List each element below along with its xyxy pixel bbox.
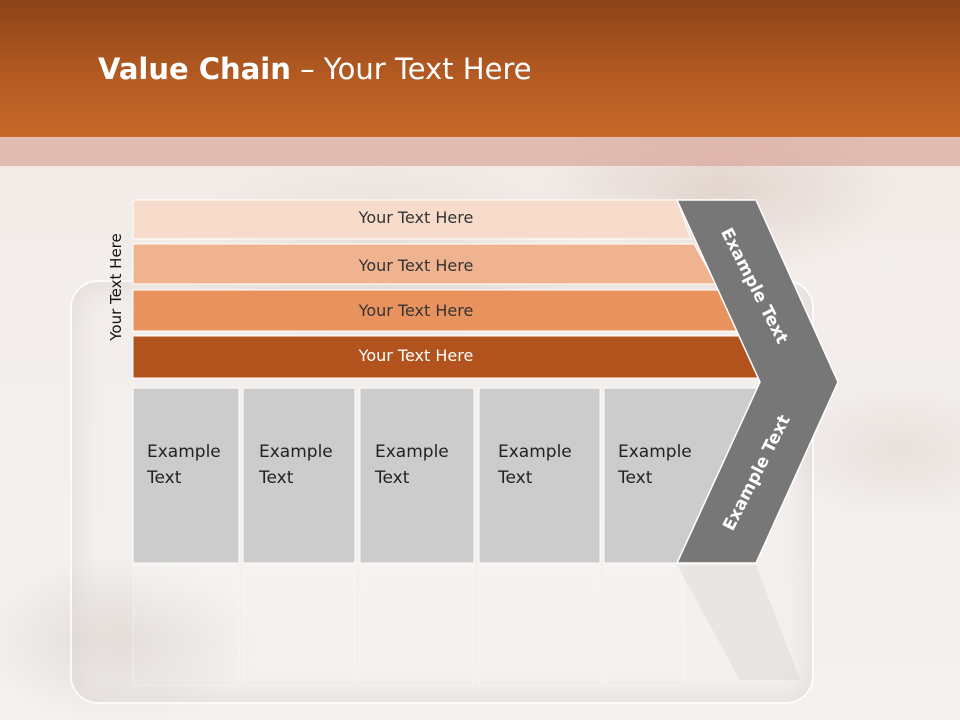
column-3-line2: Text <box>375 468 410 488</box>
header-band <box>0 0 960 137</box>
column-cell-3 <box>359 387 475 564</box>
column-cell-1 <box>132 387 240 564</box>
bar-1 <box>132 199 692 240</box>
column-cell-4 <box>478 387 601 564</box>
header-accent-strip <box>0 137 960 166</box>
reflection-group <box>132 564 800 686</box>
bar-2-label: Your Text Here <box>358 256 474 275</box>
column-3-line1: Example <box>375 442 449 462</box>
chevron-arrow <box>675 199 839 564</box>
column-4-line1: Example <box>498 442 572 462</box>
bar-1-label: Your Text Here <box>358 208 474 227</box>
column-2-line1: Example <box>259 442 333 462</box>
column-5-line1: Example <box>618 442 692 462</box>
column-4-line2: Text <box>498 468 533 488</box>
column-5-line2: Text <box>618 468 653 488</box>
bar-4-label: Your Text Here <box>358 346 474 365</box>
bar-3-label: Your Text Here <box>358 301 474 320</box>
slide-title: Value Chain – Your Text Here <box>98 52 532 86</box>
title-rest: – Your Text Here <box>290 52 532 86</box>
column-1-line1: Example <box>147 442 221 462</box>
column-2-line2: Text <box>259 468 294 488</box>
title-bold: Value Chain <box>98 52 291 86</box>
column-cell-2 <box>242 387 356 564</box>
column-1-line2: Text <box>147 468 182 488</box>
